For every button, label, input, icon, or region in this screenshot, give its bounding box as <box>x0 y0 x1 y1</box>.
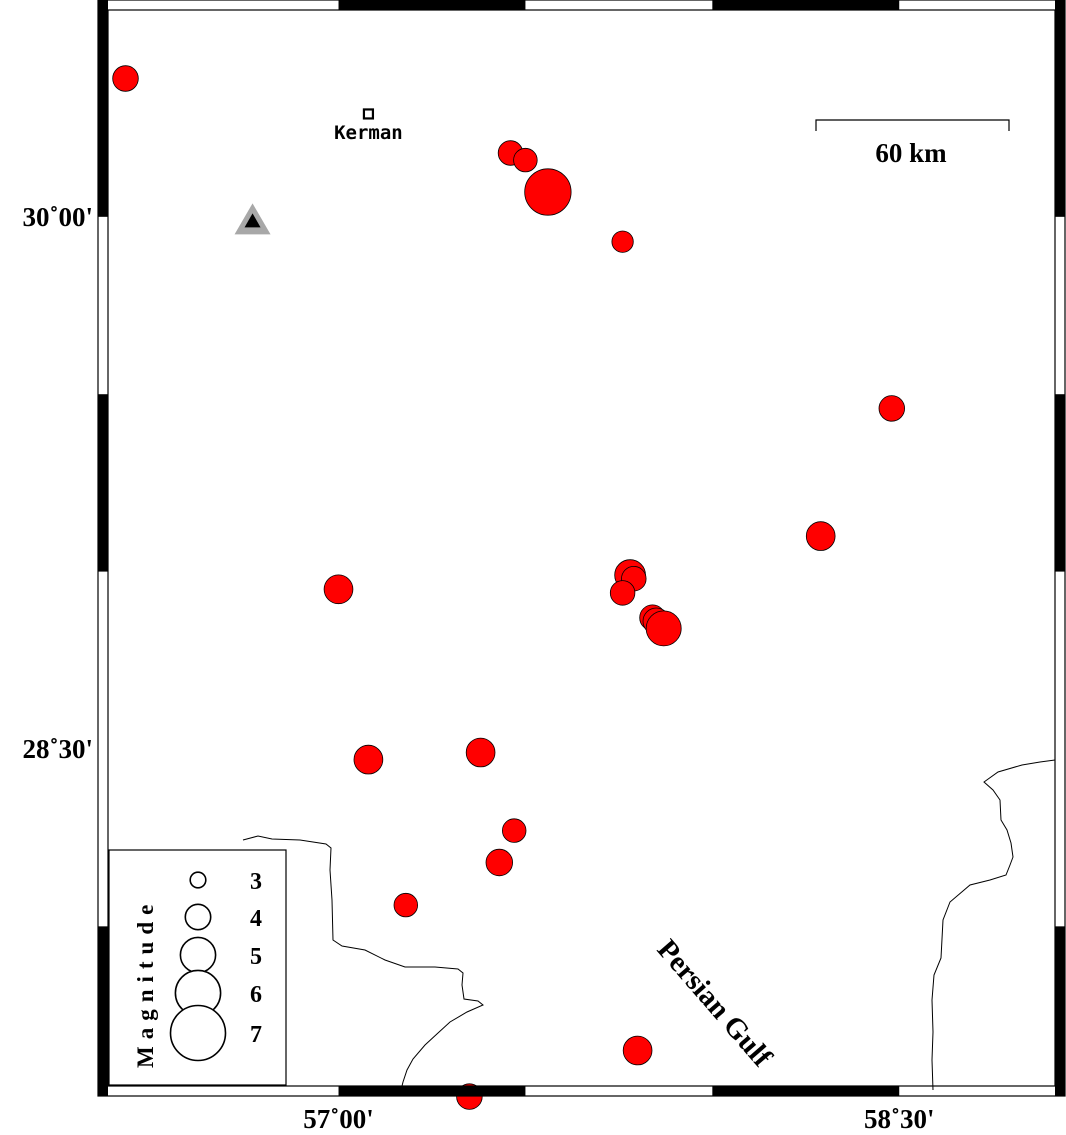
earthquake-event-14 <box>645 610 682 647</box>
earthquake-event-16 <box>465 737 496 768</box>
city-kerman: Kerman <box>334 108 403 144</box>
earthquake-event-3 <box>513 147 538 173</box>
frame-right-bar-2 <box>1055 394 1065 572</box>
earthquake-event-11 <box>609 580 636 606</box>
frame-corner-1 <box>98 0 108 10</box>
legend-entries: 3 4 5 6 7 <box>169 869 262 1062</box>
frame-left-bar-1 <box>98 10 108 217</box>
earthquake-event-5 <box>611 230 634 253</box>
frame-corner-3 <box>98 1086 108 1096</box>
station-marker <box>234 203 271 235</box>
legend-circle-5 <box>179 936 217 974</box>
legend-circle-4 <box>184 903 212 931</box>
earthquake-event-19 <box>393 892 419 918</box>
frame-corner-4 <box>1055 1086 1065 1096</box>
frame-top-bar-2 <box>712 0 900 10</box>
legend-label-7: 7 <box>250 1022 262 1048</box>
earthquake-event-8 <box>323 574 354 605</box>
earthquake-event-6 <box>878 395 906 422</box>
frame-left-bar-2 <box>98 394 108 572</box>
city-square-icon <box>362 108 375 120</box>
station-triangle <box>244 213 261 228</box>
earthquake-event-4 <box>524 168 572 216</box>
earthquake-events <box>112 65 906 1110</box>
legend-label-3: 3 <box>250 869 262 895</box>
legend-circle-3 <box>189 871 207 889</box>
coastline-east <box>931 759 1056 1091</box>
frame-right-bar-3 <box>1055 926 1065 1086</box>
earthquake-event-20 <box>622 1035 653 1066</box>
frame-bottom-bar-1 <box>338 1086 526 1096</box>
legend-circle-7 <box>169 1004 227 1062</box>
coastlines <box>242 759 1056 1091</box>
lat-tick-label-2: 28˚30' <box>23 734 94 764</box>
lon-tick-label-1: 57˚00' <box>303 1104 374 1134</box>
frame-left-bar-3 <box>98 926 108 1086</box>
earthquake-event-15 <box>353 744 384 775</box>
legend-title: Magnitude <box>133 898 158 1068</box>
scale-bar-label: 60 km <box>875 138 947 168</box>
frame-corner-2 <box>1055 0 1065 10</box>
tick-labels: 57˚00' 58˚30' 30˚00' 28˚30' <box>23 202 935 1134</box>
earthquake-event-7 <box>805 521 836 551</box>
legend-label-5: 5 <box>250 944 262 970</box>
lat-tick-label-1: 30˚00' <box>23 202 94 232</box>
map-frame <box>97 0 1066 1097</box>
frame-right-bar-1 <box>1055 10 1065 217</box>
legend-label-4: 4 <box>250 906 262 932</box>
legend-label-6: 6 <box>250 982 262 1008</box>
earthquake-event-17 <box>502 818 527 843</box>
lon-tick-label-2: 58˚30' <box>864 1104 935 1134</box>
magnitude-legend: Magnitude 3 4 5 6 7 <box>108 849 287 1086</box>
coastline-west <box>242 835 484 1091</box>
city-label: Kerman <box>334 122 403 144</box>
earthquake-event-1 <box>112 65 139 92</box>
frame-top-bar-1 <box>338 0 526 10</box>
scale-bar: 60 km <box>815 119 1010 168</box>
scale-bar-line <box>815 119 1010 131</box>
frame-bottom-bar-2 <box>712 1086 900 1096</box>
earthquake-event-18 <box>485 848 514 877</box>
